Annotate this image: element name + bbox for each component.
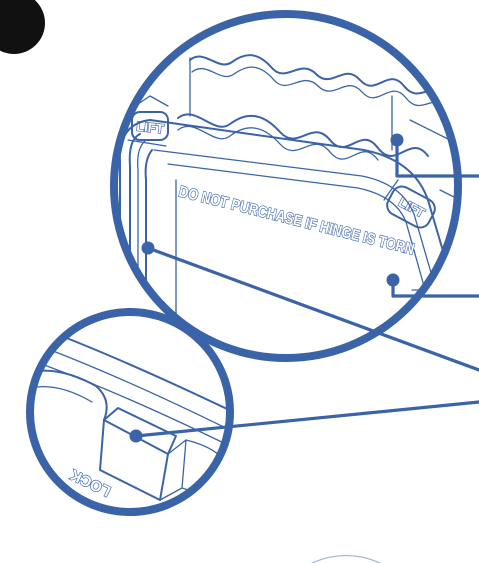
leader-dot-rim: [142, 242, 155, 255]
leader-dot-hinge: [387, 274, 400, 287]
partial-outline-bottom: [312, 556, 380, 563]
leader-dot-seal: [391, 134, 404, 147]
black-circle-icon: [0, 0, 45, 54]
leader-dot-lock: [130, 430, 143, 443]
